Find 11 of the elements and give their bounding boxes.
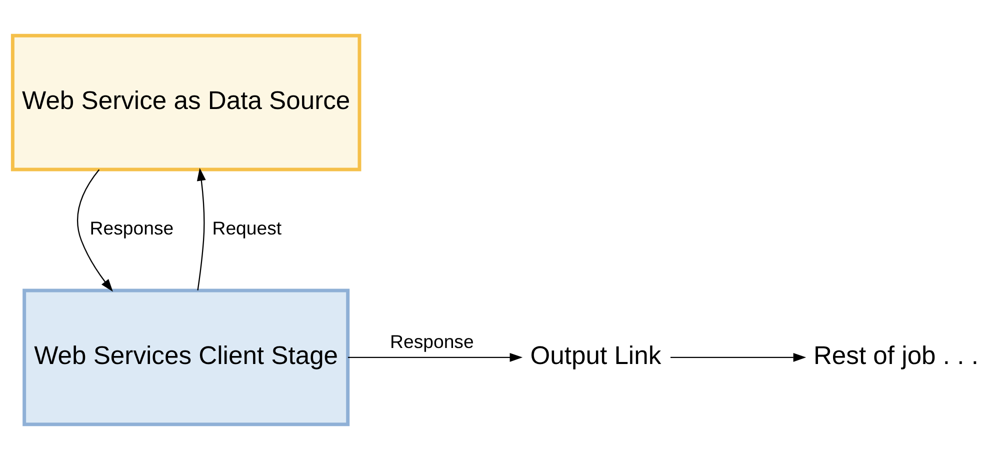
node-text: Rest of job . . . xyxy=(813,342,978,370)
node-box: Web Service as Data Source xyxy=(10,34,362,172)
arrow xyxy=(77,169,113,292)
edge-label: Response xyxy=(90,217,174,238)
edge-label: Request xyxy=(212,217,282,238)
arrow xyxy=(196,168,206,290)
node-box: Web Services Client Stage xyxy=(22,288,350,426)
edge-label: Response xyxy=(390,330,474,352)
node-text: Output Link xyxy=(530,342,662,370)
arrow xyxy=(670,352,806,362)
arrow xyxy=(348,352,523,362)
